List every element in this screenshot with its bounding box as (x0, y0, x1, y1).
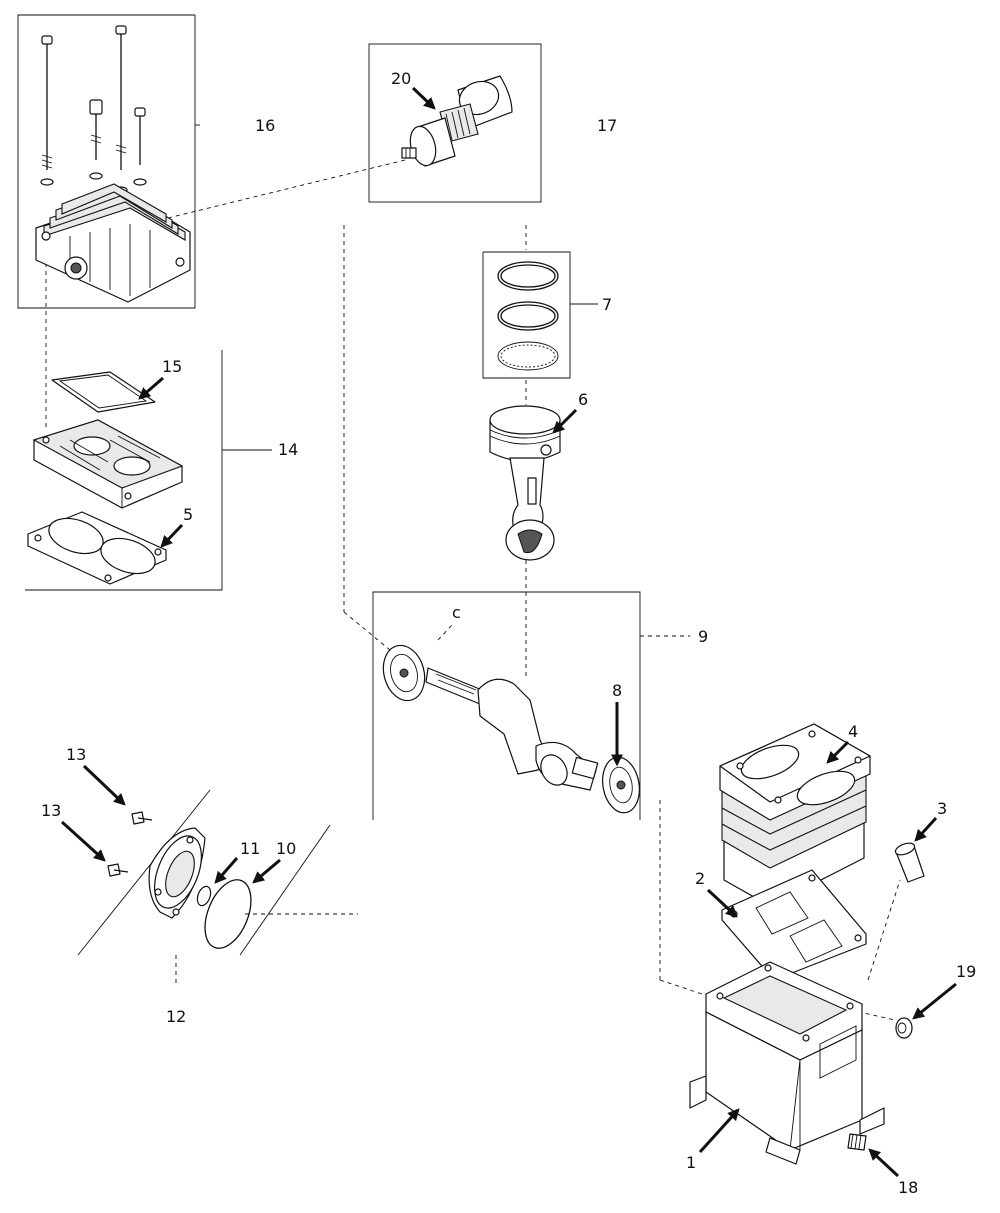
valve-plate-assembly (27, 371, 184, 585)
cylinder-gasket (721, 869, 867, 981)
cooling-fins (43, 183, 186, 296)
callout-labels: 16 17 20 7 15 14 6 5 9 8 c 4 13 13 3 11 … (41, 69, 976, 1197)
valve-plate-group-box (25, 350, 272, 591)
bearing-cover-assembly (77, 789, 331, 956)
callout-6: 6 (578, 390, 588, 409)
valve-assembly (401, 75, 513, 167)
crankshaft-group-box (372, 591, 690, 820)
piston-rings (497, 261, 559, 371)
callout-7: 7 (602, 295, 612, 314)
callout-1: 1 (686, 1153, 696, 1172)
callout-3: 3 (937, 799, 947, 818)
callout-17: 17 (597, 116, 617, 135)
callout-13-bottom: 13 (41, 801, 61, 820)
breather-tube (894, 842, 925, 883)
callout-11: 11 (240, 839, 260, 858)
callout-12: 12 (166, 1007, 186, 1026)
callout-8: 8 (612, 681, 622, 700)
callout-small-c: c (452, 603, 461, 622)
callout-20: 20 (391, 69, 411, 88)
crankcase (689, 961, 885, 1165)
assembly-lines (45, 159, 901, 1021)
drain-plug (847, 1133, 867, 1151)
callout-9: 9 (698, 627, 708, 646)
reed-gasket-15 (51, 371, 156, 413)
cylinder-block (719, 723, 871, 907)
valve-assembly-box (368, 43, 542, 203)
callout-5: 5 (183, 505, 193, 524)
head-bolts (40, 25, 147, 194)
oil-plug (895, 1017, 913, 1039)
crankshaft-assembly (382, 624, 640, 814)
cylinder-head-group-box (17, 14, 200, 309)
callout-14: 14 (278, 440, 298, 459)
callout-4: 4 (848, 722, 858, 741)
cylinder-head-assembly (35, 25, 191, 303)
callout-19: 19 (956, 962, 976, 981)
piston-and-connecting-rod (489, 405, 561, 561)
callout-10: 10 (276, 839, 296, 858)
callout-13-top: 13 (66, 745, 86, 764)
callout-18: 18 (898, 1178, 918, 1197)
callout-15: 15 (162, 357, 182, 376)
callout-16: 16 (255, 116, 275, 135)
callout-2: 2 (695, 869, 705, 888)
piston-rings-bracket (482, 251, 598, 379)
leader-arrows (60, 86, 957, 1178)
